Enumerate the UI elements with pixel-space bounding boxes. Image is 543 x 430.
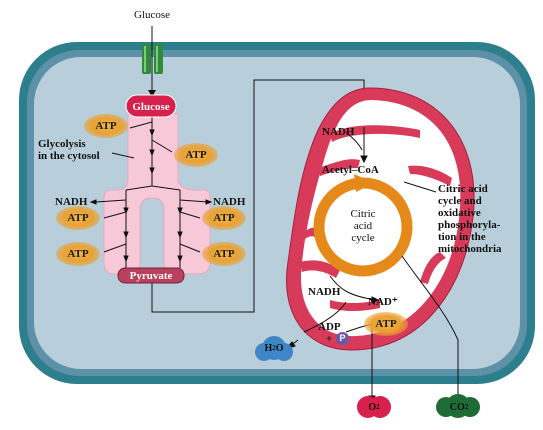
citric-cycle-line3: cycle (351, 232, 375, 244)
nad-plus-label: NAD⁺ (368, 296, 398, 308)
atp-oxidative: ATP (364, 312, 408, 336)
mito-caption-line5: tion in the (438, 231, 486, 243)
water-formula-tail: O (275, 342, 284, 354)
atp-glycolysis-2: ATP (174, 143, 218, 167)
citric-cycle-line1: Citric (350, 208, 376, 220)
atp-glycolysis-4: ATP (202, 206, 246, 230)
atp-glycolysis-1: ATP (84, 114, 128, 138)
phosphate-badge: P (336, 332, 349, 345)
mito-caption-line4: phosphoryla- (438, 219, 501, 231)
mito-caption-line1: Citric acid (438, 183, 488, 195)
oxygen-molecule-shape (357, 396, 391, 418)
water-formula-base: H (264, 342, 273, 354)
atp-glycolysis-6: ATP (202, 242, 246, 266)
plus-label: + (326, 333, 333, 345)
glucose-channel (142, 44, 163, 74)
citric-cycle-line2: acid (353, 220, 373, 232)
glucose-label: Glucose (133, 9, 171, 21)
mito-caption-line6: mitochondria (438, 243, 502, 255)
pyruvate-pill (117, 267, 185, 284)
co2-formula-sub: 2 (464, 403, 469, 411)
co2-molecule-shape (436, 394, 480, 418)
water-molecule-shape (255, 336, 293, 361)
glycolysis-arrows (89, 116, 213, 268)
nadh-right-label: NADH (213, 196, 246, 208)
nadh-mito-bottom-label: NADH (308, 286, 341, 298)
pyruvate-label: Pyruvate (129, 270, 173, 282)
mitochondrion-matrix (300, 100, 461, 337)
glycolysis-pathway-shape (103, 113, 211, 275)
adp-label: ADP (318, 321, 341, 333)
oxygen-formula-sub: 2 (376, 403, 380, 411)
acetyl-coa-label: Acetyl–CoA (322, 164, 379, 176)
oxygen-formula-base: O (368, 401, 377, 413)
atp-glycolysis-3: ATP (56, 206, 100, 230)
glucose-pill-label: Glucose (132, 101, 170, 113)
glucose-pill (125, 94, 177, 118)
mito-caption-line2: cycle and (438, 195, 482, 207)
water-formula-sub: 2 (272, 344, 276, 352)
pyruvate-connector (151, 79, 365, 313)
nadh-mito-top-label: NADH (322, 126, 355, 138)
co2-formula-base: CO (449, 401, 465, 413)
atp-glycolysis-5: ATP (56, 242, 100, 266)
glycolysis-label-line1: Glycolysis (38, 138, 86, 150)
mito-caption-line3: oxidative (438, 207, 481, 219)
cycle-arrowhead (354, 174, 374, 192)
nadh-left-label: NADH (55, 196, 88, 208)
glycolysis-label-line2: in the cytosol (38, 150, 100, 162)
